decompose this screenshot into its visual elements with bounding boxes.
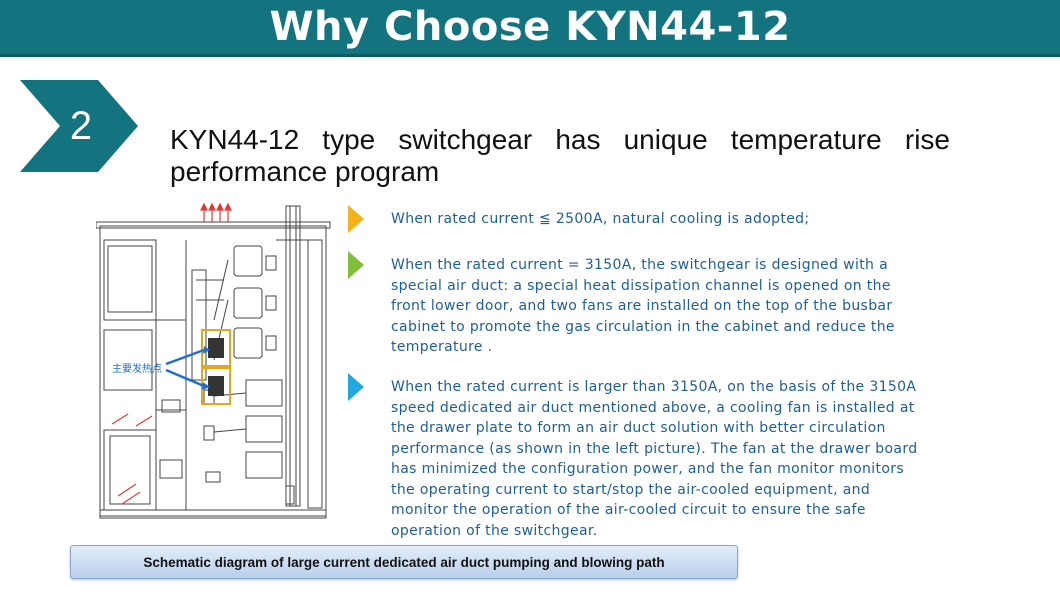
bullet-text: When the rated current = 3150A, the swit… (391, 257, 895, 355)
section-chevron-icon (20, 80, 138, 172)
bullet-text: When the rated current is larger than 31… (391, 379, 918, 539)
arrow-bullet-icon (348, 251, 364, 279)
caption-box: Schematic diagram of large current dedic… (70, 545, 738, 579)
bullet-text: When rated current ≦ 2500A, natural cool… (391, 211, 810, 227)
title-banner: Why Choose KYN44-12 (0, 0, 1060, 57)
section-number: 2 (69, 104, 93, 148)
subtitle: KYN44-12 type switchgear has unique temp… (170, 124, 950, 187)
page-title: Why Choose KYN44-12 (269, 4, 791, 50)
switchgear-diagram (96, 202, 331, 519)
arrow-bullet-icon (348, 205, 364, 233)
hotspot-label: 主要发热点 (112, 364, 162, 375)
arrow-bullet-icon (348, 373, 364, 401)
caption-text: Schematic diagram of large current dedic… (143, 554, 665, 570)
